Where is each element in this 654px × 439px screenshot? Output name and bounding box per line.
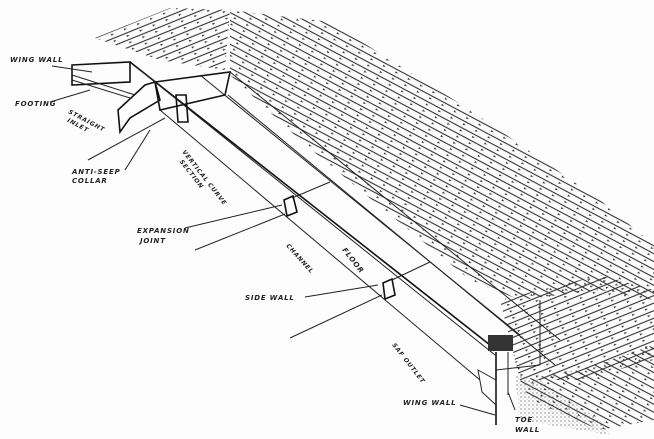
label-floor: FLOOR (340, 246, 365, 275)
label-anti-seep-2: COLLAR (72, 177, 108, 185)
anti-seep-collar (175, 94, 189, 123)
label-wing-wall-top: WING WALL (10, 56, 63, 64)
saf-outlet-blocks (488, 335, 513, 351)
label-toe-wall-2: WALL (515, 426, 540, 434)
side-wall-top (129, 61, 491, 346)
footing-line (71, 74, 136, 96)
embankment-slope-hatch (230, 10, 654, 300)
inlet-wing-wall (71, 61, 131, 86)
label-saf-outlet: SAF OUTLET (390, 342, 426, 385)
label-side-wall: SIDE WALL (245, 294, 295, 302)
embankment-top-hatch (95, 8, 230, 70)
label-channel: CHANNEL (285, 243, 315, 276)
label-toe-wall-1: TOE (515, 416, 533, 424)
expansion-joint-1 (283, 194, 298, 218)
label-vertical-curve-1: VERTICAL CURVE (180, 149, 228, 207)
outlet-bank-hatch (500, 275, 654, 380)
far-wall-top (229, 71, 561, 341)
label-expansion-2: JOINT (138, 237, 166, 245)
ground-stipple (515, 375, 610, 435)
label-wing-wall-bottom: WING WALL (403, 399, 456, 407)
label-anti-seep-1: ANTI-SEEP (71, 168, 121, 176)
expansion-joint-2 (382, 277, 396, 301)
label-expansion-1: EXPANSION (137, 227, 190, 235)
side-wall-bottom (159, 109, 481, 381)
label-footing: FOOTING (15, 100, 56, 108)
